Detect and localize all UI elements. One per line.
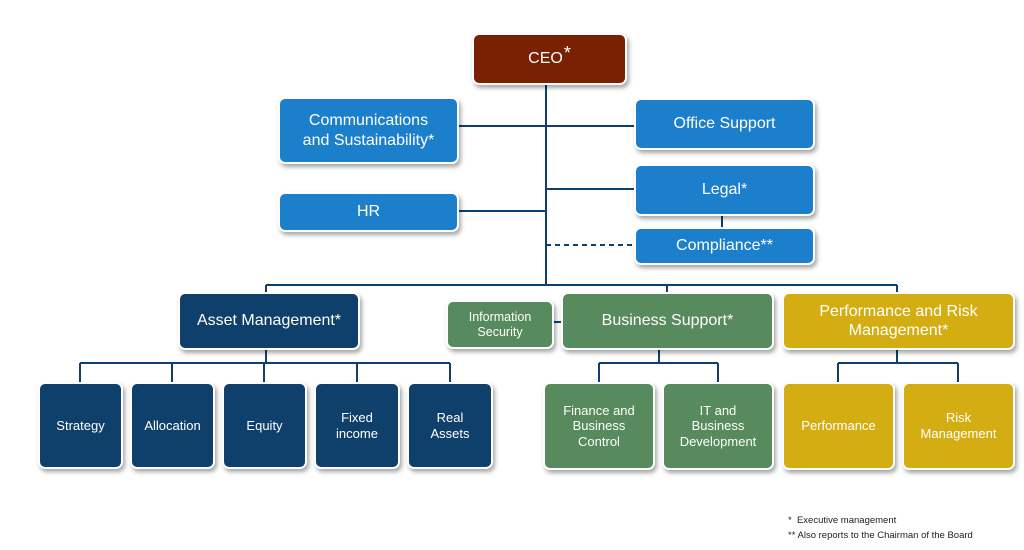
footnotes: * Executive management ** Also reports t…	[788, 513, 973, 543]
hr-box: HR	[278, 192, 459, 232]
it-business-development-box: IT and Business Development	[662, 382, 774, 470]
information-security-box: Information Security	[446, 300, 554, 349]
ceo-label: CEO	[528, 50, 563, 68]
ceo-box: CEO*	[472, 33, 627, 85]
performance-risk-box: Performance and Risk Management*	[782, 292, 1015, 350]
business-support-box: Business Support*	[561, 292, 774, 350]
finance-business-control-box: Finance and Business Control	[543, 382, 655, 470]
footnote-executive: * Executive management	[788, 515, 897, 526]
performance-box: Performance	[782, 382, 895, 470]
real-assets-box: Real Assets	[407, 382, 493, 469]
strategy-box: Strategy	[38, 382, 123, 469]
ceo-star: *	[563, 43, 571, 64]
asset-management-box: Asset Management*	[178, 292, 360, 350]
compliance-box: Compliance**	[634, 227, 815, 265]
fixed-income-box: Fixed income	[314, 382, 400, 469]
risk-management-box: Risk Management	[902, 382, 1015, 470]
equity-box: Equity	[222, 382, 307, 469]
allocation-box: Allocation	[130, 382, 215, 469]
office-support-box: Office Support	[634, 98, 815, 150]
communications-box: Communications and Sustainability*	[278, 97, 459, 164]
legal-box: Legal*	[634, 164, 815, 216]
footnote-chairman: ** Also reports to the Chairman of the B…	[788, 530, 973, 541]
